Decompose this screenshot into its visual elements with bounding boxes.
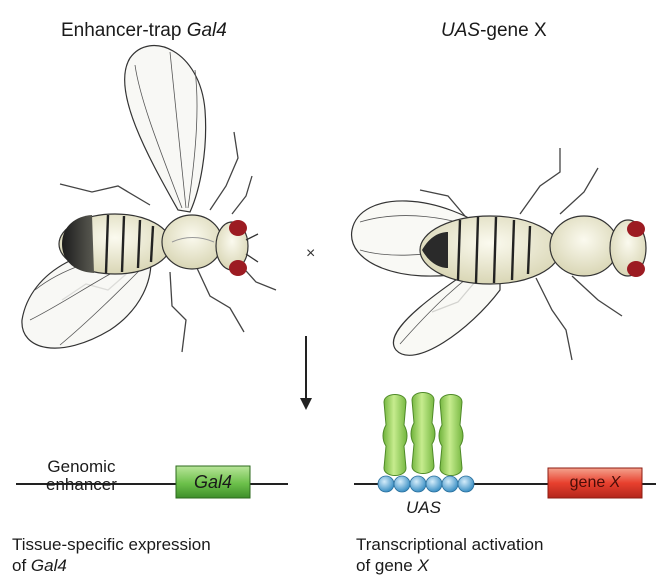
left-fly <box>22 46 276 352</box>
cross-symbol: × <box>306 245 315 262</box>
right-fly <box>352 148 646 360</box>
left-caption: Tissue-specific expression of Gal4 <box>12 534 211 576</box>
genomic-enhancer-label: Genomic enhancer <box>46 458 117 494</box>
gal4-protein-icon <box>383 393 463 476</box>
right-caption: Transcriptional activation of gene X <box>356 534 543 576</box>
gene-x-box-label: gene X <box>548 474 642 492</box>
uas-label: UAS <box>406 498 441 518</box>
down-arrow-icon <box>300 336 312 410</box>
uas-beads <box>378 476 474 492</box>
gal4-box-label: Gal4 <box>176 472 250 493</box>
